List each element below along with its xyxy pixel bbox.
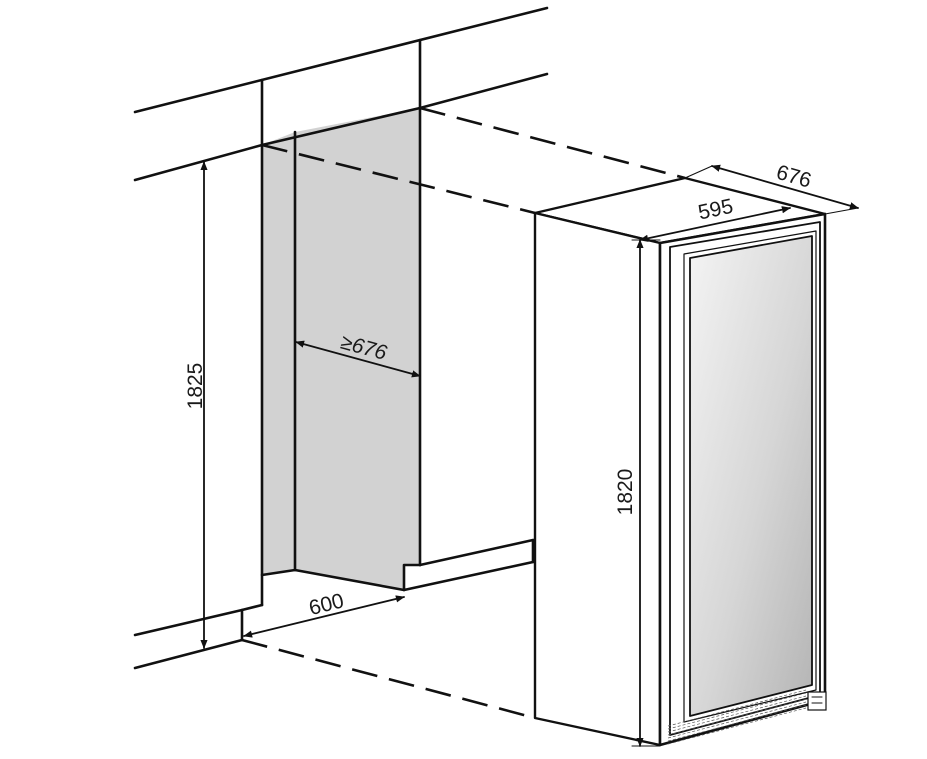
niche-side-wall [262, 132, 295, 575]
vent-slat [667, 704, 807, 742]
dimension-lines [200, 161, 859, 747]
vent-slat [667, 692, 807, 730]
wine-cabinet-unit [533, 176, 827, 747]
vent-slat [667, 689, 807, 727]
cabinet-niche [133, 6, 549, 670]
projection-lines [241, 106, 686, 720]
unit-vent-grille [667, 689, 807, 745]
niche-height-label: 1825 [184, 363, 207, 410]
vent-slat [667, 701, 807, 739]
vent-slat [667, 695, 807, 733]
unit-side-face [533, 211, 662, 747]
vent-slat [667, 707, 807, 745]
unit-depth-label: 676 [774, 161, 814, 193]
vent-slat [667, 698, 807, 736]
unit-glass-panel [689, 235, 813, 717]
unit-foot [807, 691, 827, 711]
niche-width-label: 600 [307, 589, 347, 620]
unit-height-label: 1820 [614, 469, 637, 516]
